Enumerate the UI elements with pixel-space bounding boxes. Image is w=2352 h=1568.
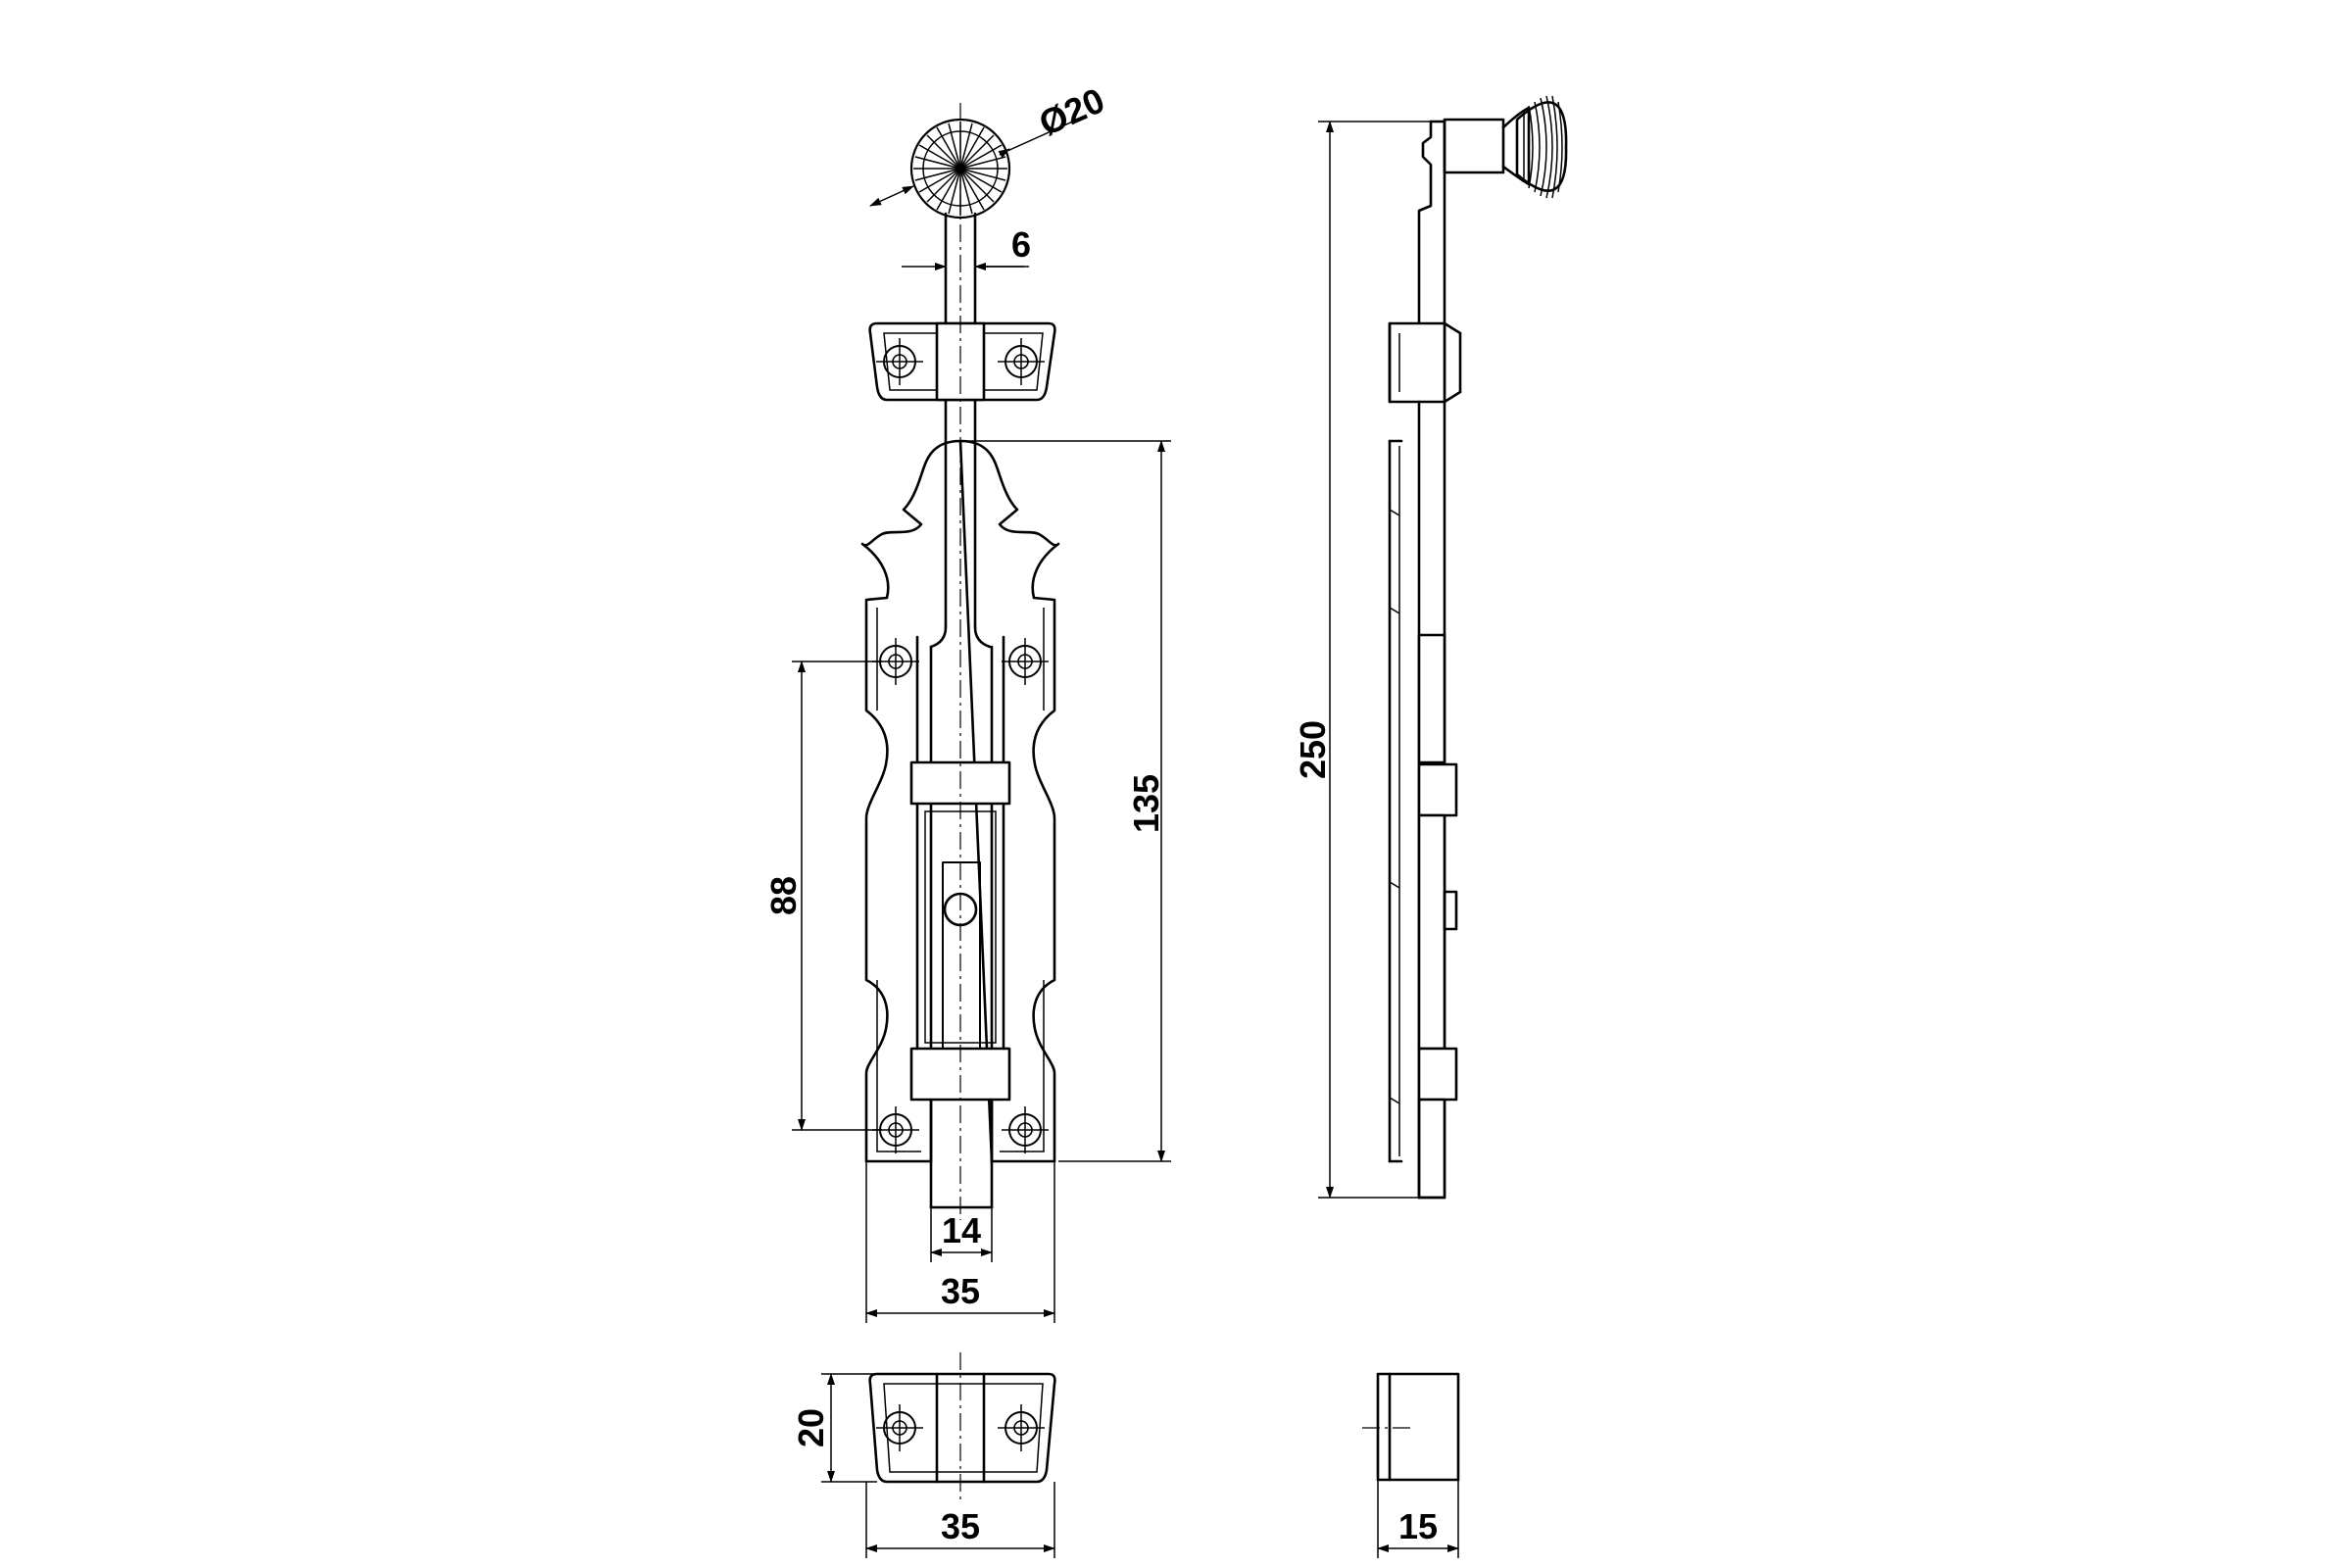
- dim-label-keeper-width: 35: [941, 1506, 980, 1546]
- dim-label-overall-length: 250: [1293, 720, 1333, 779]
- dim-label-bolt-width: 14: [942, 1210, 981, 1250]
- side-knob: [1443, 95, 1568, 199]
- dim-plate-width: 35: [865, 1161, 1055, 1323]
- front-view: [860, 103, 1060, 1220]
- dim-label-knob-diameter: Ø20: [1033, 79, 1110, 143]
- keeper-front-view: [868, 1352, 1056, 1499]
- top-keeper: [868, 321, 1056, 402]
- dim-label-plate-width: 35: [941, 1271, 980, 1311]
- keeper-side-view: [1362, 1372, 1460, 1482]
- dim-keeper-depth: 15: [1377, 1480, 1459, 1558]
- dim-hole-spacing: 88: [763, 661, 882, 1131]
- dim-keeper-height: 20: [791, 1373, 877, 1483]
- dim-label-rod-width: 6: [1011, 224, 1031, 265]
- dim-overall-length: 250: [1293, 121, 1431, 1199]
- dim-knob-diameter: Ø20: [869, 79, 1110, 207]
- dim-label-plate-length: 135: [1126, 774, 1166, 833]
- dim-keeper-width: 35: [865, 1482, 1055, 1558]
- dim-label-hole-spacing: 88: [763, 876, 804, 915]
- dim-bolt-width: 14: [930, 1207, 993, 1262]
- dim-plate-length: 135: [965, 440, 1171, 1162]
- dim-label-keeper-height: 20: [791, 1408, 831, 1447]
- dim-label-keeper-depth: 15: [1398, 1506, 1438, 1546]
- knob-rosette: [909, 118, 1011, 220]
- dim-rod-width: 6: [902, 224, 1031, 270]
- side-view: [1388, 95, 1568, 1200]
